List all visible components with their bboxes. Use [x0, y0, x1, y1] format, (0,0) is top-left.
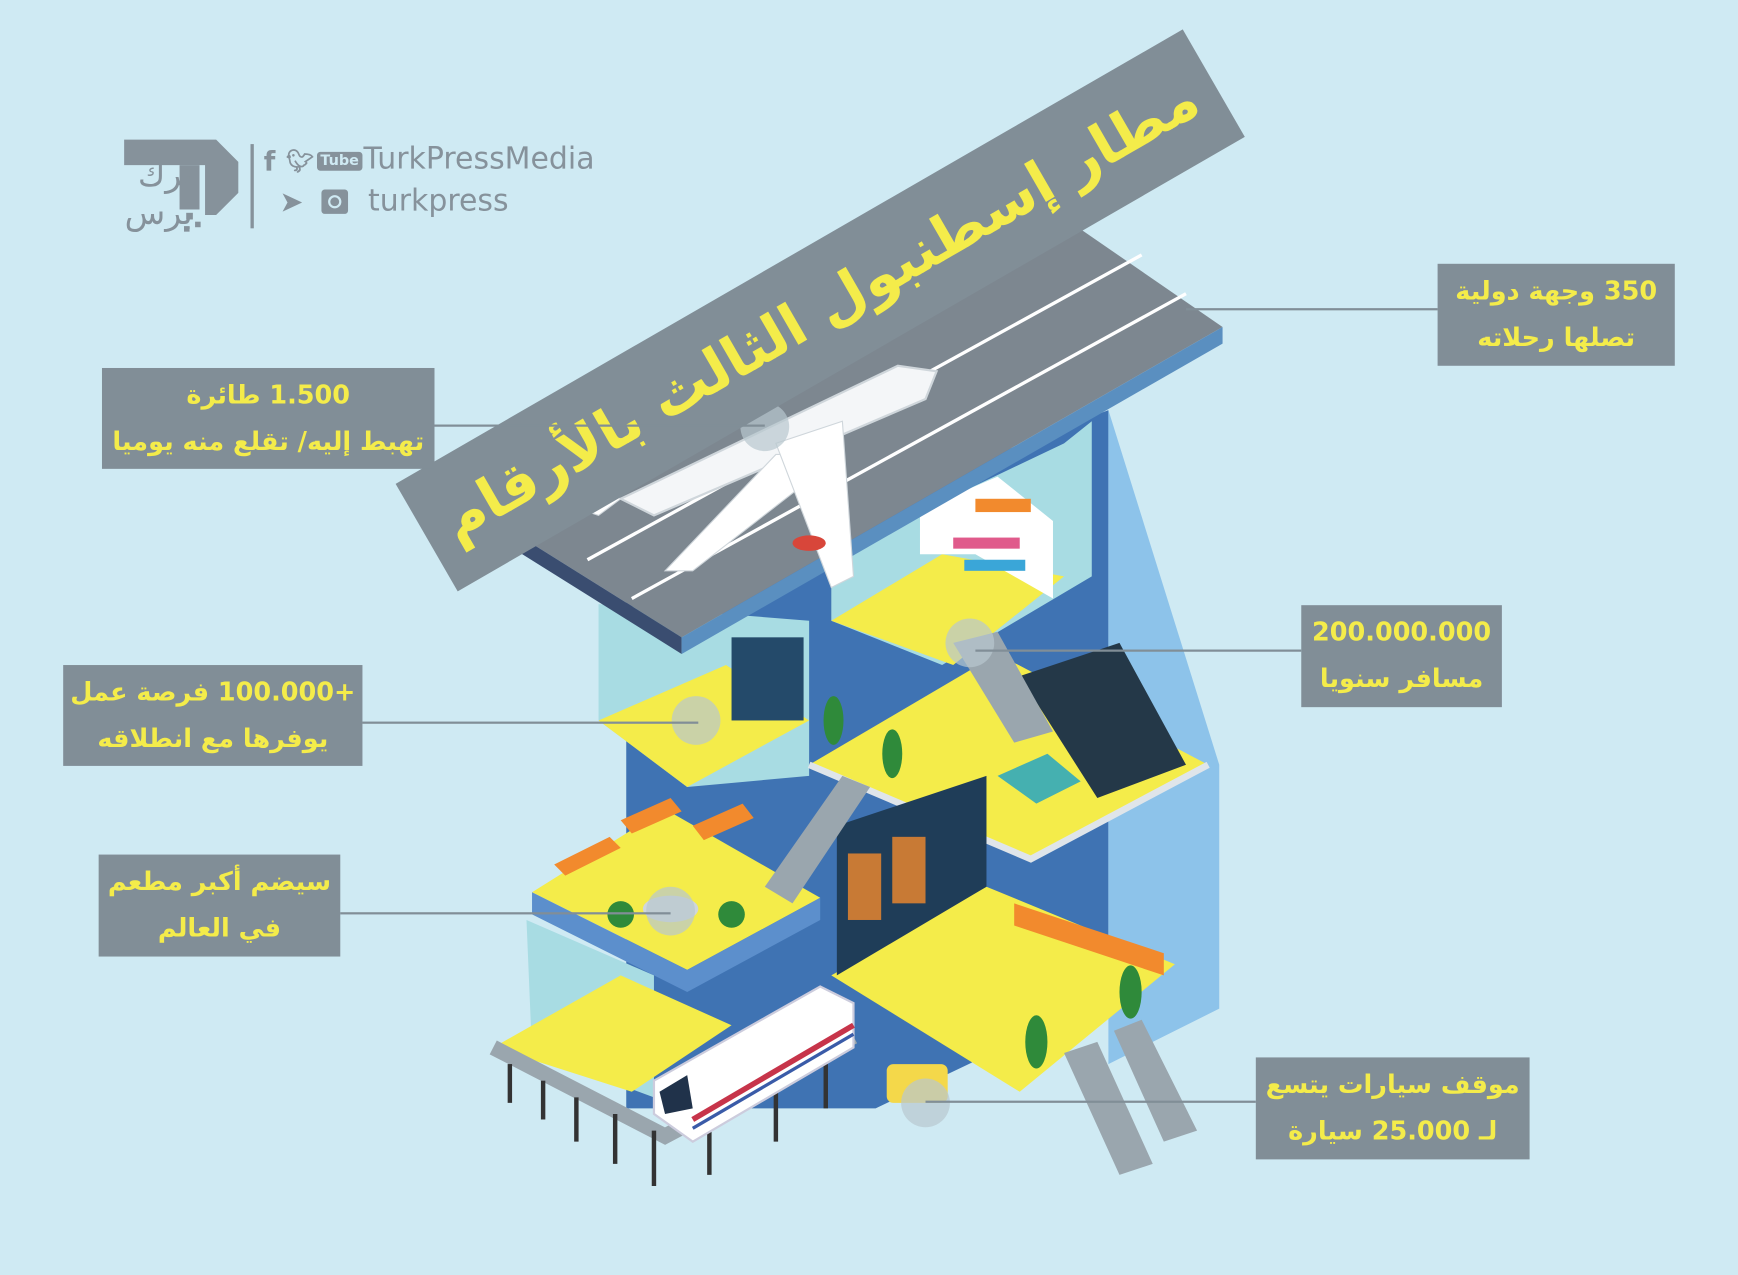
callout-line1: +100.000 فرصة عمل [70, 677, 356, 707]
connector-line [340, 912, 671, 915]
callout-line2: يوفرها مع انطلاقه [97, 724, 329, 754]
highlight-markers [646, 402, 995, 1128]
connector-line [925, 1100, 1256, 1103]
connector-line [434, 424, 765, 427]
runway-line [630, 292, 1187, 600]
escalators [764, 631, 1198, 1175]
track-pillars [507, 1064, 828, 1186]
logo-text-line2: برس [124, 193, 193, 233]
connector-line [362, 721, 699, 724]
instagram-icon[interactable] [321, 189, 349, 214]
shop-shelf [919, 476, 1053, 599]
callout-line2: لـ 25.000 سيارة [1288, 1117, 1498, 1147]
callout-daily-flights: 1.500 طائرة تهبط إليه/ تقلع منه يوميا [101, 367, 435, 469]
shop-floor [831, 554, 1065, 666]
turkpress-logo: ترك برس [100, 137, 244, 242]
train [652, 985, 855, 1143]
logo-divider [250, 144, 254, 229]
social-handle-2: turkpress [367, 183, 509, 219]
logo-p-mark [124, 139, 239, 232]
checkin-railing [807, 761, 1210, 863]
facebook-icon[interactable]: f [263, 146, 276, 178]
twitter-icon[interactable]: 🐦︎ [285, 147, 315, 175]
runway-edge-left [518, 535, 682, 654]
callout-passengers: 200.000.000 مسافر سنويا [1301, 605, 1502, 708]
callout-jobs: +100.000 فرصة عمل يوفرها مع انطلاقه [63, 665, 363, 766]
callout-parking: موقف سيارات يتسع لـ 25.000 سيارة [1255, 1057, 1530, 1160]
checkin-floor [809, 653, 1209, 860]
callout-line2: تهبط إليه/ تقلع منه يوميا [112, 427, 425, 457]
connector-line [1185, 308, 1438, 311]
callout-destinations: 350 وجهة دولية تصلها رحلاته [1437, 263, 1675, 366]
callout-restaurant: سيضم أكبر مطعم في العالم [98, 854, 341, 957]
checkin-desk [997, 753, 1081, 804]
baggage-belt [1019, 642, 1186, 799]
logo-text-line1: ترك [137, 156, 193, 196]
departure-boards [847, 836, 926, 920]
office-window [731, 637, 804, 721]
callout-line2: تصلها رحلاته [1477, 323, 1636, 353]
telegram-icon[interactable]: ➤ [279, 186, 304, 220]
lower-seats [1014, 903, 1164, 976]
social-handle-1: TurkPressMedia [363, 141, 595, 177]
youtube-icon[interactable]: Tube [317, 151, 363, 171]
seats [554, 798, 754, 876]
callout-line2: مسافر سنويا [1319, 665, 1484, 694]
callout-line2: في العالم [157, 914, 282, 944]
runway [518, 221, 1223, 638]
callout-line1: 1.500 طائرة [186, 380, 351, 410]
callout-line1: 350 وجهة دولية [1455, 277, 1658, 306]
runway-edge-right [681, 326, 1223, 654]
restaurant-slab [532, 892, 821, 993]
callout-line1: سيضم أكبر مطعم [107, 867, 332, 897]
callout-line1: 200.000.000 [1312, 618, 1492, 648]
callout-line1: موقف سيارات يتسع [1265, 1070, 1520, 1100]
platform-floor [493, 975, 732, 1092]
connector-line [975, 649, 1302, 652]
plants [607, 696, 1142, 1069]
